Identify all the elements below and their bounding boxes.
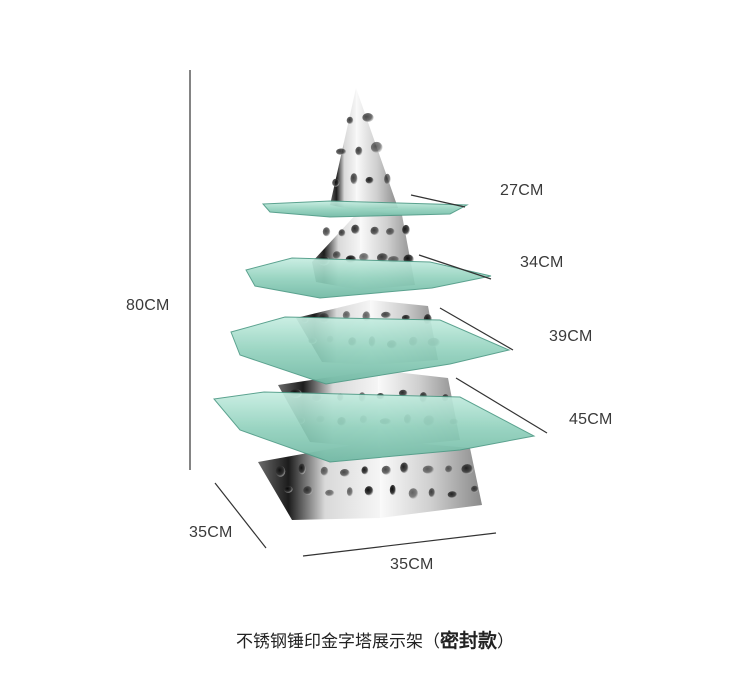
hammered-dent bbox=[370, 226, 380, 236]
depth-label: 35CM bbox=[189, 524, 233, 541]
glass-tier-2 bbox=[245, 257, 492, 299]
hammered-dent bbox=[386, 228, 395, 236]
height-label: 80CM bbox=[126, 297, 170, 314]
hammered-dent bbox=[322, 227, 331, 237]
hammered-dent bbox=[381, 311, 391, 319]
hammered-dent bbox=[359, 253, 369, 262]
tier-1-label: 27CM bbox=[500, 182, 544, 199]
hammered-dent bbox=[303, 486, 313, 495]
hammered-dent bbox=[399, 389, 408, 397]
tier-2-label: 34CM bbox=[520, 254, 564, 271]
tier-3-label: 39CM bbox=[549, 328, 593, 345]
glass-tiers bbox=[213, 200, 536, 463]
caption-variant: 密封款 bbox=[439, 630, 497, 652]
hammered-dent bbox=[364, 486, 374, 496]
hammered-dent bbox=[389, 484, 396, 496]
hammered-dent bbox=[355, 146, 363, 156]
pyramid-segment-bottom-right bbox=[380, 440, 482, 518]
caption-main: 不锈钢锤印金字塔展示架 bbox=[235, 632, 423, 652]
hammered-dent bbox=[325, 489, 335, 497]
hammered-dent bbox=[365, 176, 374, 184]
glass-tier-3 bbox=[230, 316, 511, 385]
hammered-dent bbox=[298, 463, 306, 475]
hammered-dent bbox=[384, 173, 391, 185]
hammered-dent bbox=[445, 465, 453, 473]
width-dimension-line bbox=[302, 532, 497, 557]
glass-tier-4 bbox=[213, 391, 536, 463]
hammered-dent bbox=[351, 224, 360, 234]
hammered-dent bbox=[340, 469, 350, 477]
hammered-dent bbox=[342, 311, 351, 320]
hammered-dent bbox=[336, 148, 347, 155]
caption-paren-open: （ bbox=[422, 632, 440, 652]
hammered-dent bbox=[370, 141, 383, 153]
dimension-lines bbox=[189, 70, 548, 557]
hammered-dent bbox=[346, 487, 353, 497]
hammered-dent bbox=[361, 466, 369, 475]
hammered-dent bbox=[350, 173, 358, 185]
hammered-dent bbox=[408, 488, 419, 499]
tier-3-dimension-line bbox=[439, 307, 514, 351]
hammered-dent bbox=[428, 488, 436, 498]
hammered-dent bbox=[283, 485, 293, 493]
hammered-dent bbox=[422, 465, 434, 474]
hammered-dent bbox=[332, 251, 341, 259]
hammered-dent bbox=[471, 485, 479, 493]
tier-4-label: 45CM bbox=[569, 411, 613, 428]
glass-tier-1 bbox=[261, 200, 469, 218]
tier-1-dimension-line bbox=[410, 194, 466, 208]
tier-2-dimension-line bbox=[418, 254, 492, 280]
hammered-dent bbox=[362, 113, 374, 122]
hammered-dent bbox=[447, 491, 458, 499]
hammered-dent bbox=[402, 224, 410, 235]
hammered-dent bbox=[320, 466, 329, 476]
tier-4-dimension-line bbox=[455, 377, 548, 434]
width-label: 35CM bbox=[390, 556, 434, 573]
hammered-dent bbox=[400, 462, 409, 474]
caption-paren-close: ） bbox=[497, 632, 514, 652]
hammered-dent bbox=[346, 116, 354, 124]
product-caption: 不锈钢锤印金字塔展示架（密封款） bbox=[0, 626, 750, 653]
hammered-dent bbox=[275, 465, 286, 477]
hammered-dent bbox=[338, 229, 346, 237]
hammered-dent bbox=[461, 464, 474, 475]
hammered-dent bbox=[381, 465, 391, 475]
depth-dimension-line bbox=[214, 482, 267, 549]
hammered-dent bbox=[377, 253, 389, 263]
hammered-dent bbox=[332, 178, 340, 187]
